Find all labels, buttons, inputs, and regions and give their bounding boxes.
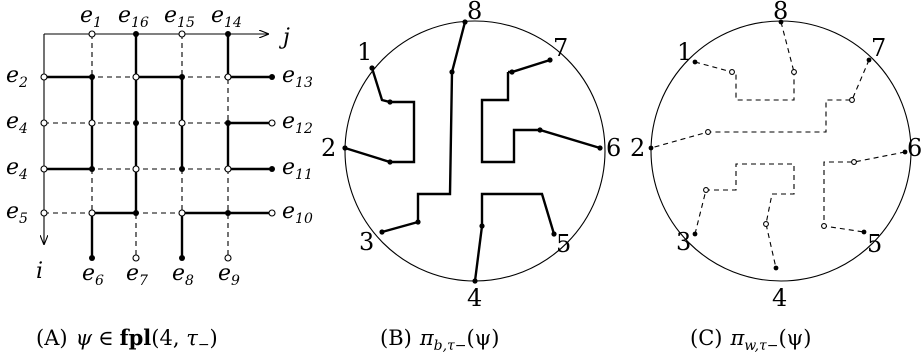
label-e5: e5: [6, 199, 28, 227]
label-e8: e8: [172, 261, 194, 289]
grid-vertices: [88, 73, 232, 217]
boundary-label-2: 2: [630, 134, 645, 162]
boundary-label-2: 2: [321, 134, 336, 162]
boundary-label-4: 4: [772, 284, 787, 312]
boundary-vertices: [40, 30, 276, 262]
boundary-label-8: 8: [773, 0, 788, 25]
label-e6: e6: [82, 261, 104, 289]
label-e13: e13: [282, 63, 313, 91]
boundary-label-5: 5: [556, 230, 571, 258]
label-e12: e12: [282, 109, 313, 137]
panel-b-dots: [342, 19, 603, 284]
grid-dashed-lines: [44, 34, 272, 258]
caption-b: (B)πb,τ−(ψ): [380, 326, 499, 354]
boundary-label-7: 7: [871, 34, 886, 62]
label-e4-upper: e4: [6, 109, 28, 137]
label-e4-lower: e4: [6, 155, 28, 183]
boundary-label-3: 3: [359, 228, 374, 256]
label-e1: e1: [80, 3, 102, 31]
boundary-label-6: 6: [907, 134, 921, 162]
panel-a-grid: e1 e16 e15 e14 e2 e4 e4 e5 e13 e12 e11 e…: [6, 3, 313, 289]
boundary-label-6: 6: [606, 134, 621, 162]
boundary-label-3: 3: [676, 228, 691, 256]
label-e9: e9: [218, 261, 240, 289]
panel-c-disk: 1 2 3 4 5 6 7 8: [630, 0, 921, 312]
axis-label-i: i: [36, 259, 43, 284]
panel-c-dots: [648, 19, 908, 271]
panel-b-paths: [344, 21, 601, 282]
boundary-label-8: 8: [467, 0, 482, 25]
panel-b-disk: 1 2 3 4 5 6 7 8: [321, 0, 621, 312]
boundary-label-1: 1: [357, 38, 372, 66]
label-e7: e7: [126, 261, 148, 289]
label-e10: e10: [282, 199, 313, 227]
axis-label-j: j: [278, 25, 290, 50]
caption-a: (A)ψ∈fpl(4, τ−): [36, 325, 218, 353]
label-e15: e15: [164, 3, 195, 31]
label-e14: e14: [211, 3, 242, 31]
caption-c: (C)πw,τ−(ψ): [690, 326, 811, 354]
grid-thick-edges: [44, 34, 272, 258]
boundary-label-7: 7: [553, 34, 568, 62]
label-e2: e2: [6, 63, 28, 91]
boundary-label-1: 1: [677, 38, 692, 66]
label-e16: e16: [118, 3, 149, 31]
boundary-label-4: 4: [467, 284, 482, 312]
boundary-label-5: 5: [867, 230, 882, 258]
label-e11: e11: [282, 155, 313, 183]
